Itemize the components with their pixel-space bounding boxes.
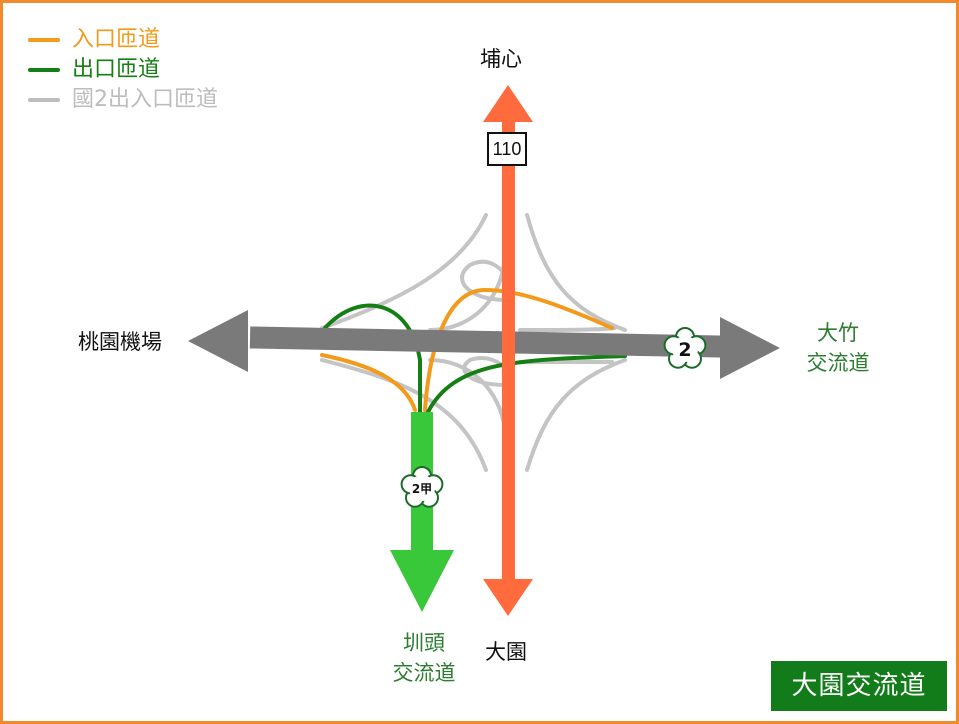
arrow-east <box>720 317 780 379</box>
exit-ramp-east <box>426 354 627 414</box>
arrow-north <box>483 85 533 122</box>
legend-label-exit: 出口匝道 <box>72 57 161 82</box>
legend-label-freeway2: 國2出入口匝道 <box>72 87 218 112</box>
freeway-2a-shield-number: 2甲 <box>412 482 432 496</box>
entrance-ramp-east <box>423 287 614 412</box>
ramp-ne-outer <box>525 213 627 332</box>
legend-swatch-entrance <box>28 38 60 42</box>
legend-item-entrance: 入口匝道 <box>28 25 218 55</box>
freeway-2-shield-number: 2 <box>678 339 691 361</box>
entrance-ramps <box>320 287 614 412</box>
freeway-2a-shield: 2甲 <box>400 466 444 508</box>
loop-s <box>462 356 510 387</box>
ramp-nw-outer <box>320 213 488 330</box>
ramp-ne-inner <box>518 326 617 332</box>
route-110 <box>483 85 533 616</box>
place-north: 埔心 <box>480 47 522 71</box>
interchange-title: 大園交流道 <box>771 661 947 711</box>
legend-item-freeway2: 國2出入口匝道 <box>28 85 218 115</box>
place-southwest: 圳頭 交流道 <box>384 628 464 688</box>
arrow-west <box>188 310 248 372</box>
place-west: 桃園機場 <box>78 330 162 354</box>
place-southwest-line1: 圳頭 <box>403 631 445 655</box>
place-southwest-line2: 交流道 <box>392 661 456 685</box>
entrance-ramp-west <box>320 353 417 412</box>
route-110-shield: 110 <box>487 132 527 166</box>
legend-swatch-freeway2 <box>28 98 60 102</box>
ramp-se-outer <box>525 358 627 472</box>
place-east-line1: 大竹 <box>817 321 859 345</box>
ramp-sw-outer <box>320 358 488 472</box>
freeway-2-shield: 2 <box>663 327 707 369</box>
place-east-line2: 交流道 <box>806 351 870 375</box>
arrow-2a-south <box>390 550 454 612</box>
map-legend: 入口匝道 出口匝道 國2出入口匝道 <box>28 25 218 115</box>
place-south: 大園 <box>485 640 527 664</box>
arrow-south <box>483 579 533 616</box>
place-east: 大竹 交流道 <box>798 318 878 378</box>
loop-n <box>460 259 512 302</box>
freeway-2a <box>390 412 454 612</box>
legend-swatch-exit <box>28 68 60 72</box>
legend-label-entrance: 入口匝道 <box>72 27 161 52</box>
legend-item-exit: 出口匝道 <box>28 55 218 85</box>
freeway-2-mainline <box>188 310 780 379</box>
